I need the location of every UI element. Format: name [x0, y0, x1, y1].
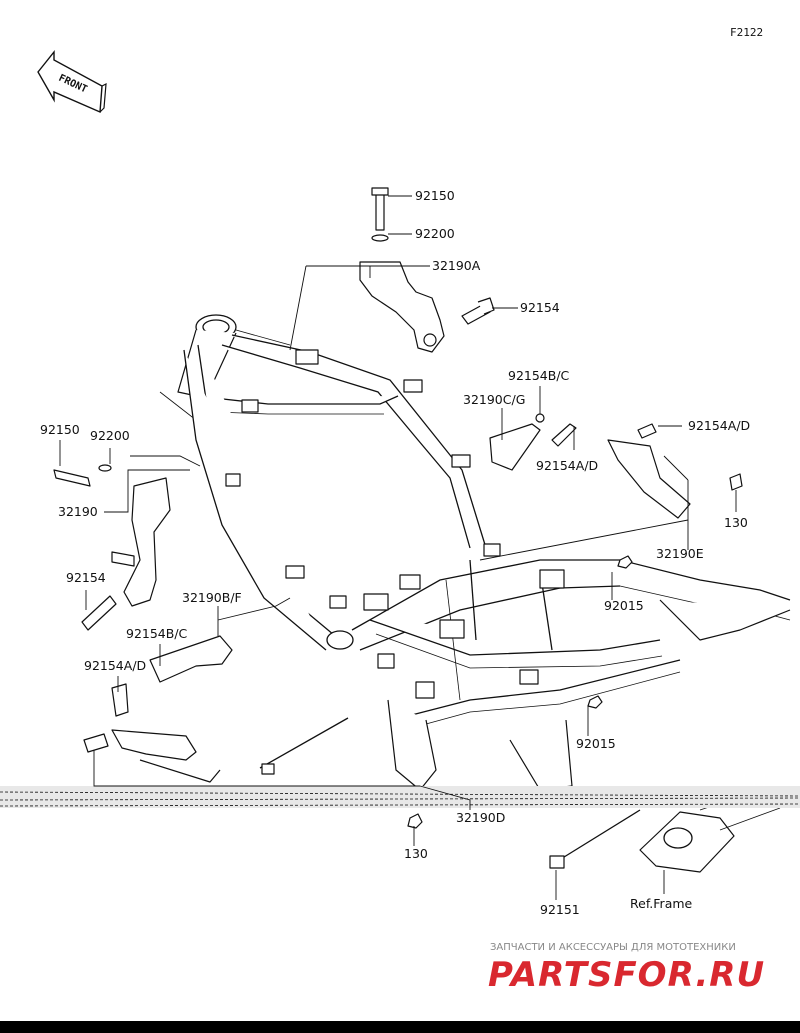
label-92154-left: 92154: [66, 570, 106, 585]
label-ref-frame: Ref.Frame: [630, 896, 693, 911]
label-92154bc-left: 92154B/C: [126, 626, 188, 641]
part-labels: 92150 92200 32190A 92154 92154B/C 32190C…: [40, 188, 750, 917]
label-92151: 92151: [540, 902, 580, 917]
nut-130-lower: [407, 813, 423, 829]
leader-lines: [59, 195, 737, 900]
scan-noise-band: [0, 786, 800, 808]
nut-92015-upper: [617, 555, 633, 569]
bracket-32190e: [607, 423, 743, 519]
label-32190a: 32190A: [432, 258, 481, 273]
label-32190d: 32190D: [456, 810, 505, 825]
label-92200-top: 92200: [415, 226, 455, 241]
label-92150-top: 92150: [415, 188, 455, 203]
label-92154ad-mid: 92154A/D: [536, 458, 598, 473]
label-92154bc-right: 92154B/C: [508, 368, 570, 383]
label-130-bottom: 130: [404, 846, 428, 861]
front-arrow-icon: FRONT: [37, 50, 107, 114]
label-32190cg: 32190C/G: [463, 392, 525, 407]
bracket-32190a: [359, 187, 495, 353]
watermark-tagline: ЗАПЧАСТИ И АКСЕССУАРЫ ДЛЯ МОТОТЕХНИКИ: [490, 942, 736, 953]
frame-body: [159, 314, 791, 791]
label-32190e: 32190E: [656, 546, 704, 561]
label-92150-left: 92150: [40, 422, 80, 437]
watermark-logo: ЗАПЧАСТИ И АКСЕССУАРЫ ДЛЯ МОТОТЕХНИКИ PA…: [488, 942, 765, 995]
bracket-32190bf: [83, 635, 233, 783]
label-32190: 32190: [58, 504, 98, 519]
label-130-right: 130: [724, 515, 748, 530]
label-92015-lower: 92015: [576, 736, 616, 751]
nut-92015-lower: [587, 695, 603, 709]
watermark-brand: PARTSFOR.RU: [488, 955, 765, 995]
label-32190bf: 32190B/F: [182, 590, 242, 605]
label-92200-left: 92200: [90, 428, 130, 443]
through-bolt-92151: [259, 717, 641, 869]
label-92154ad-left: 92154A/D: [84, 658, 146, 673]
bottom-border: [0, 1021, 800, 1033]
label-92015-upper: 92015: [604, 598, 644, 613]
diagram-code: F2122: [730, 26, 763, 39]
label-92154-top: 92154: [520, 300, 560, 315]
label-92154ad-right: 92154A/D: [688, 418, 750, 433]
bracket-32190cg: [489, 413, 577, 471]
ref-frame-detail: [639, 789, 791, 873]
bracket-32190: [53, 464, 171, 631]
